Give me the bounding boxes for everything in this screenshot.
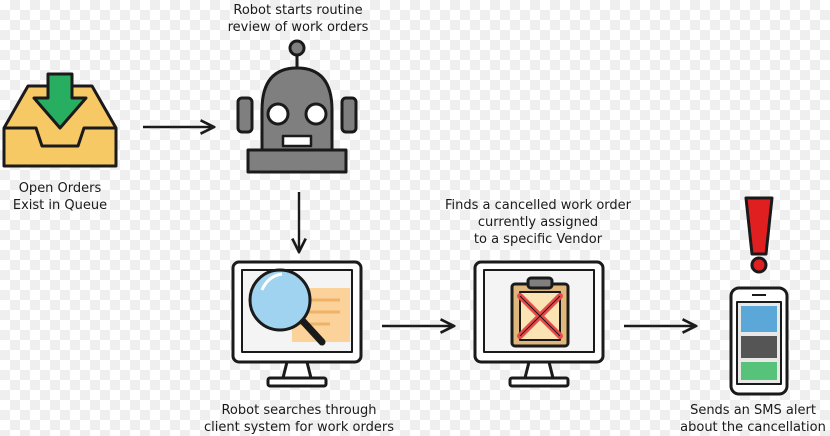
caption-line: client system for work orders <box>203 420 394 435</box>
caption-sends-sms: Sends an SMS alert about the cancellatio… <box>678 402 828 436</box>
caption-line: about the cancellation <box>680 420 826 435</box>
phone-alert-icon <box>729 286 789 396</box>
caption-line: currently assigned <box>477 215 599 230</box>
monitor-clipboard-cancel-icon <box>473 260 605 388</box>
caption-finds-cancelled: Finds a cancelled work order currently a… <box>438 197 638 248</box>
caption-open-orders: Open Orders Exist in Queue <box>0 180 120 214</box>
monitor-search-icon <box>231 260 363 388</box>
caption-robot-searches: Robot searches through client system for… <box>197 402 401 436</box>
caption-line: Exist in Queue <box>12 198 108 213</box>
caption-robot-starts: Robot starts routine review of work orde… <box>213 2 383 36</box>
caption-line: Robot starts routine <box>233 3 363 18</box>
inbox-download-icon <box>2 72 118 168</box>
caption-line: Robot searches through <box>221 403 377 418</box>
caption-line: Finds a cancelled work order <box>445 198 631 213</box>
robot-icon <box>236 39 358 174</box>
caption-line: to a specific Vendor <box>473 232 603 247</box>
caption-line: Open Orders <box>18 181 102 196</box>
caption-line: review of work orders <box>227 20 369 35</box>
exclamation-icon <box>744 196 774 274</box>
caption-line: Sends an SMS alert <box>690 403 816 418</box>
